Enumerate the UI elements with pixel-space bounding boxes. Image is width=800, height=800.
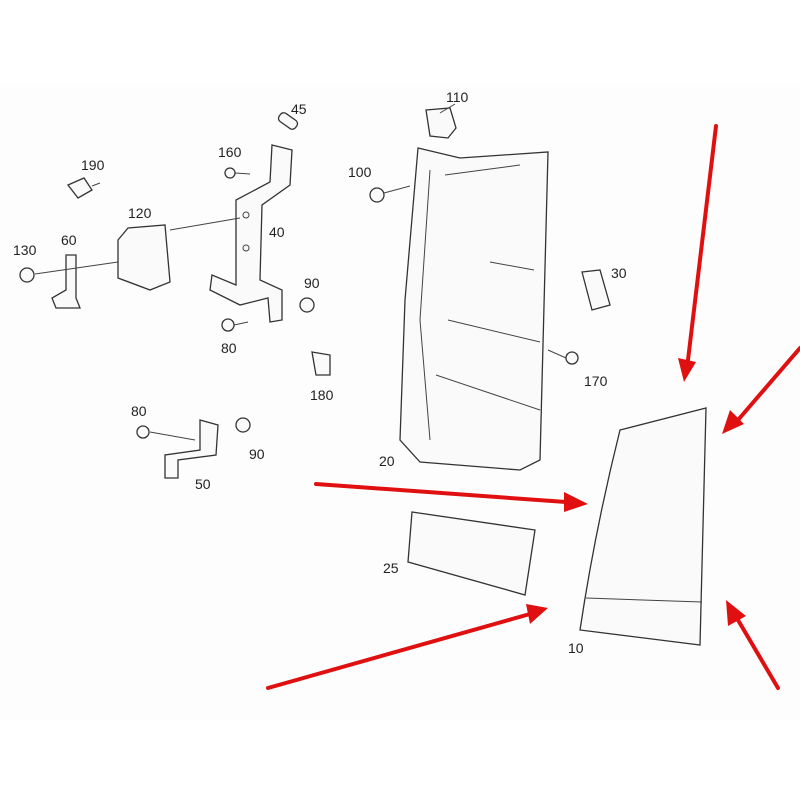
label-20: 20 bbox=[379, 453, 395, 469]
part-30-clip bbox=[581, 269, 611, 311]
label-120: 120 bbox=[128, 205, 152, 221]
part-180-cap bbox=[311, 351, 331, 376]
part-170-screw bbox=[547, 349, 579, 365]
label-180: 180 bbox=[310, 387, 334, 403]
part-110-clip bbox=[425, 103, 457, 139]
part-60-plate bbox=[34, 254, 119, 309]
part-10-tail-lamp-lens bbox=[579, 407, 707, 646]
label-190: 190 bbox=[81, 157, 105, 173]
label-45: 45 bbox=[291, 101, 307, 117]
label-170: 170 bbox=[584, 373, 608, 389]
part-190-bumper bbox=[66, 177, 101, 199]
part-40-bracket bbox=[209, 144, 293, 323]
part-80-bolt bbox=[221, 318, 249, 332]
part-100-screw bbox=[369, 185, 411, 203]
label-10: 10 bbox=[568, 640, 584, 656]
label-90b: 90 bbox=[249, 446, 265, 462]
label-50: 50 bbox=[195, 476, 211, 492]
part-90-nut bbox=[299, 297, 315, 313]
part-45-pin bbox=[277, 112, 299, 130]
label-30: 30 bbox=[611, 265, 627, 281]
label-110: 110 bbox=[446, 89, 469, 105]
label-80b: 80 bbox=[131, 403, 147, 419]
part-20-lamp-housing bbox=[399, 147, 549, 471]
label-100: 100 bbox=[348, 164, 372, 180]
label-90: 90 bbox=[304, 275, 320, 291]
label-160: 160 bbox=[218, 144, 242, 160]
red-arrows bbox=[266, 124, 800, 690]
label-130: 130 bbox=[13, 242, 37, 258]
label-40: 40 bbox=[269, 224, 285, 240]
part-120-latch bbox=[117, 217, 241, 291]
part-160-screw bbox=[224, 167, 251, 179]
part-50-bracket bbox=[136, 417, 251, 479]
label-25: 25 bbox=[383, 560, 399, 576]
part-130-nut bbox=[19, 267, 35, 283]
part-25-reflector bbox=[407, 511, 536, 596]
label-60: 60 bbox=[61, 232, 77, 248]
label-80: 80 bbox=[221, 340, 237, 356]
